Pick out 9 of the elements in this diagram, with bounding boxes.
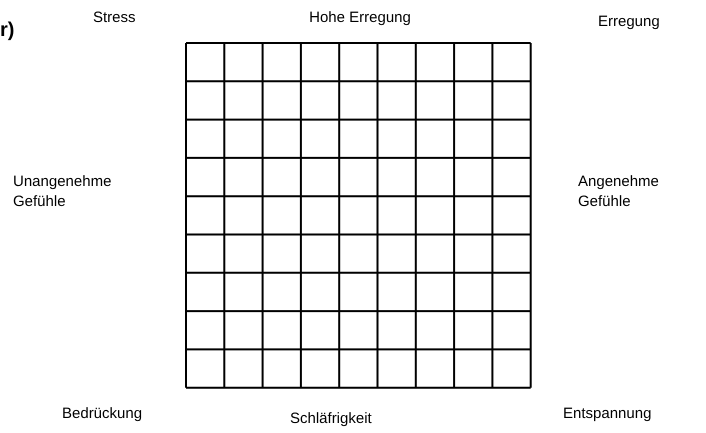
corner-label: Stress bbox=[93, 8, 136, 28]
corner-label: Entspannung bbox=[563, 404, 652, 424]
panel-letter: r) bbox=[0, 20, 14, 40]
corner-label: Bedrückung bbox=[62, 404, 142, 424]
axis-label: Unangenehme Gefühle bbox=[13, 172, 112, 212]
corner-label: Erregung bbox=[598, 12, 660, 32]
axis-label: Angenehme Gefühle bbox=[578, 172, 660, 212]
axis-label: Hohe Erregung bbox=[308, 8, 412, 28]
axis-label: Schläfrigkeit bbox=[290, 409, 372, 429]
